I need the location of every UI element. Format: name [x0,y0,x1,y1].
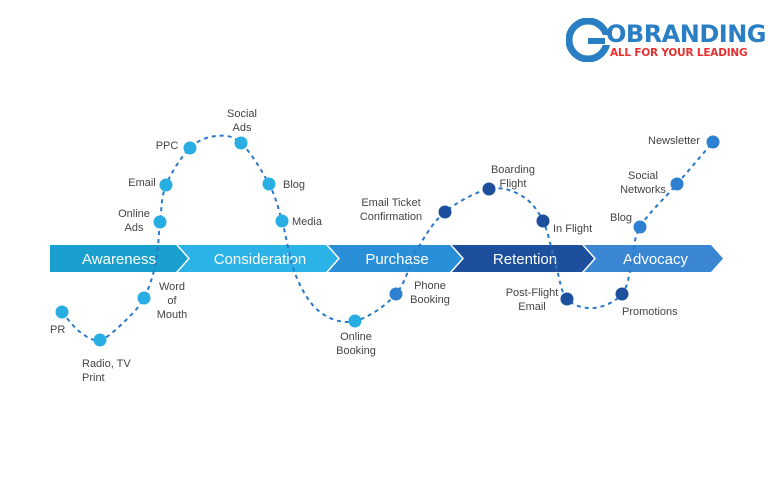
stage-retention [452,245,594,272]
touchpoint-label-pr: PR [50,324,65,336]
touchpoint-label-online-booking: Booking [336,345,376,357]
touchpoint-dot-radio-tv-print [93,333,107,347]
stage-bar: Awareness Consideration Purchase Retention A… [50,245,723,272]
touchpoint-label-boarding-flight: Flight [500,178,527,190]
touchpoint-label-online-ads: Online [118,208,150,220]
touchpoint-dot-ppc [183,141,197,155]
touchpoint-label-phone-booking: Booking [410,294,450,306]
touchpoint-dot-word-of-mouth [137,291,151,305]
touchpoint-label-post-flight-email: Post-Flight [506,287,559,299]
touchpoint-label-email-ticket-confirmation: Confirmation [360,211,422,223]
touchpoint-dot-promotions [615,287,629,301]
touchpoint-dot-social-networks [670,177,684,191]
touchpoint-label-social-networks: Networks [620,184,666,196]
stage-advocacy [584,245,723,272]
touchpoint-label-online-ads: Ads [125,222,144,234]
touchpoint-dot-blog-awareness [262,177,276,191]
touchpoint-label-post-flight-email: Email [518,301,546,313]
touchpoint-label-blog-awareness: Blog [283,179,305,191]
touchpoint-label-phone-booking: Phone [414,280,446,292]
touchpoint-label-social-networks: Social [628,170,658,182]
touchpoint-label-social-ads: Social [227,108,257,120]
logo-tagline: ALL FOR YOUR LEADING [610,47,748,59]
touchpoint-dot-post-flight-email [560,292,574,306]
stage-label-purchase: Purchase [365,251,428,268]
touchpoint-dot-pr [55,305,69,319]
touchpoint-label-word-of-mouth: Word [159,281,185,293]
touchpoint-label-online-booking: Online [340,331,372,343]
touchpoint-dot-online-ads [153,215,167,229]
touchpoint-label-newsletter: Newsletter [648,135,700,147]
logo-g-mark [566,18,610,62]
touchpoint-dot-phone-booking [389,287,403,301]
touchpoint-dot-social-ads [234,136,248,150]
touchpoint-dot-blog-advocacy [633,220,647,234]
journey-curve [61,134,714,342]
touchpoint-dot-media [275,214,289,228]
stage-label-advocacy: Advocacy [623,251,689,268]
stage-label-retention: Retention [493,251,557,268]
touchpoint-label-blog-advocacy: Blog [610,212,632,224]
touchpoint-label-ppc: PPC [156,140,179,152]
touchpoint-label-radio-tv-print: Print [82,372,105,384]
touchpoint-dot-in-flight [536,214,550,228]
stage-awareness [50,245,188,272]
touchpoint-dot-email [159,178,173,192]
touchpoint-dot-newsletter [706,135,720,149]
stage-label-awareness: Awareness [82,251,156,268]
touchpoint-label-email-ticket-confirmation: Email Ticket [361,197,420,209]
touchpoint-dot-online-booking [348,314,362,328]
logo-brand-text: OBRANDING [606,20,766,48]
touchpoint-label-boarding-flight: Boarding [491,164,535,176]
touchpoint-label-word-of-mouth: of [167,295,177,307]
touchpoint-dot-boarding-flight [482,182,496,196]
touchpoint-label-promotions: Promotions [622,306,678,318]
stage-purchase [328,245,462,272]
stage-label-consideration: Consideration [214,251,307,268]
gobranding-logo: OBRANDING ALL FOR YOUR LEADING [566,18,766,64]
touchpoint-dot-email-ticket-confirmation [438,205,452,219]
touchpoint-label-word-of-mouth: Mouth [157,309,188,321]
stage-consideration [178,245,338,272]
touchpoint-label-social-ads: Ads [233,122,252,134]
touchpoint-label-email: Email [128,177,156,189]
touchpoint-label-media: Media [292,216,323,228]
touchpoint-label-in-flight: In Flight [553,223,592,235]
touchpoint-label-radio-tv-print: Radio, TV [82,358,131,370]
